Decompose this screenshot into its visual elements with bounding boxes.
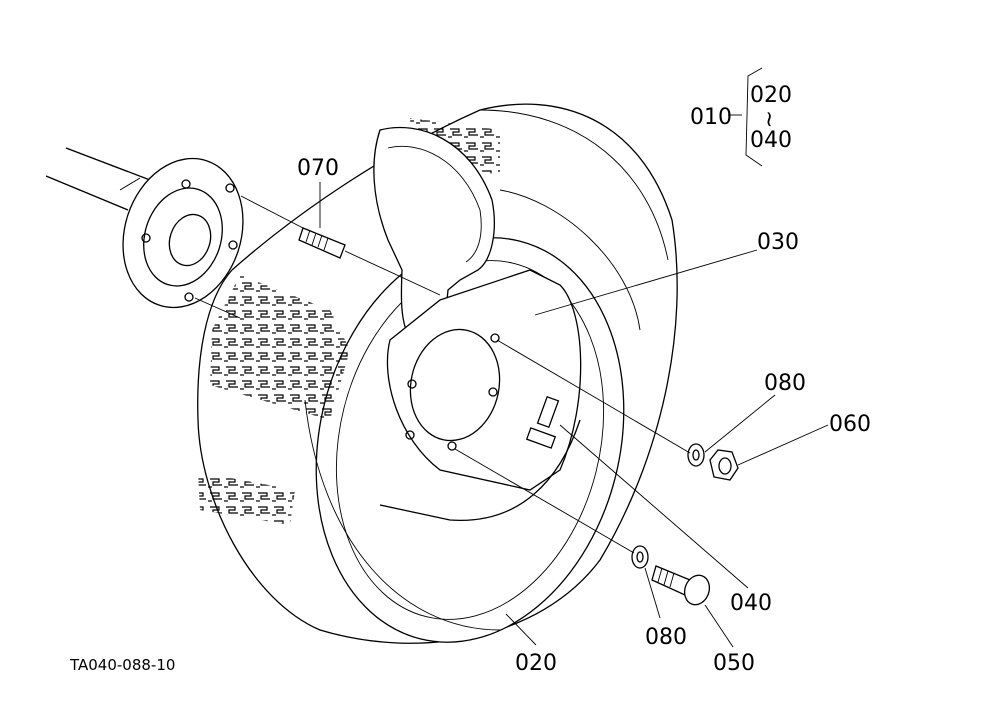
- callout-050: 050: [713, 651, 755, 676]
- callout-070: 070: [297, 156, 339, 181]
- callout-040-set: 040: [750, 128, 792, 153]
- callout-080-lower: 080: [645, 625, 687, 650]
- axle-shaft: [45, 147, 151, 211]
- callout-040: 040: [730, 591, 772, 616]
- callout-010: 010: [690, 105, 732, 130]
- callout-020-set: 020: [750, 83, 792, 108]
- callout-060: 060: [829, 412, 871, 437]
- callout-080-upper: 080: [764, 371, 806, 396]
- hardware-right: [687, 443, 739, 481]
- hardware-lower: [631, 545, 711, 606]
- callout-030: 030: [757, 230, 799, 255]
- leader-lines: [319, 67, 829, 648]
- callout-020: 020: [515, 651, 557, 676]
- assembly-lines: [194, 195, 691, 554]
- wheel-stud: [298, 227, 346, 259]
- wheel-rim: [379, 269, 582, 521]
- drawing-code: TA040-088-10: [69, 656, 175, 674]
- hub-flange: [122, 157, 244, 309]
- callout-range-tilde: ~: [756, 110, 781, 128]
